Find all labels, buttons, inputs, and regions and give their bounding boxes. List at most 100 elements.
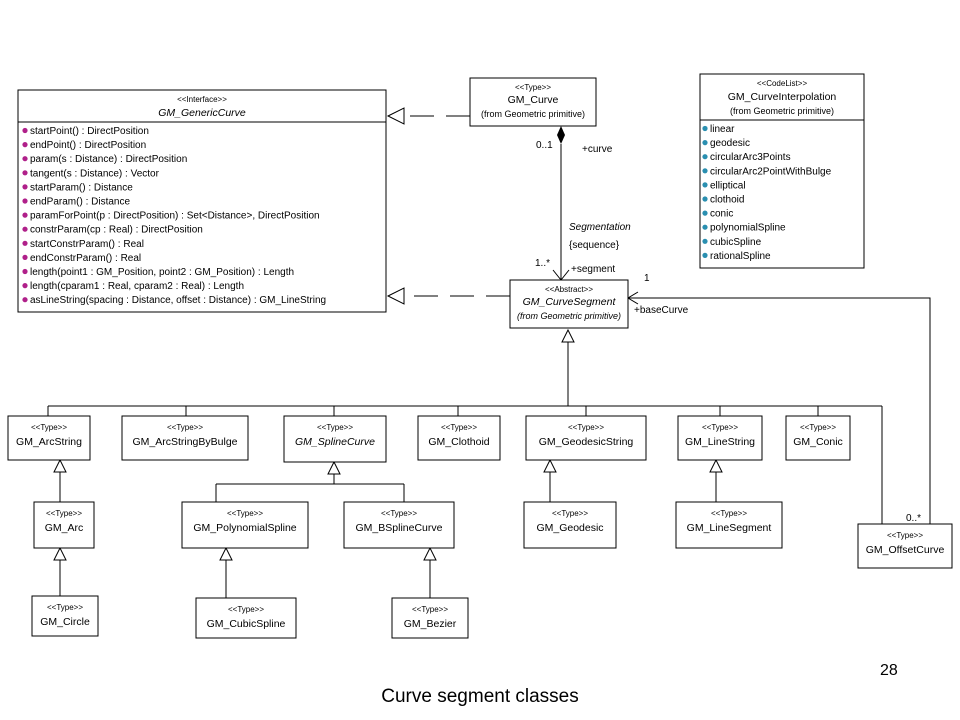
- package-note: (from Geometric primitive): [517, 311, 621, 321]
- operation-row: startConstrParam() : Real: [30, 239, 144, 250]
- realization-arrow-segment: [386, 287, 405, 305]
- class-gm-bezier[interactable]: <<Type>> GM_Bezier: [391, 597, 469, 639]
- gen-arrow-arc: [53, 546, 67, 561]
- attribute-icon: [702, 224, 708, 230]
- code-value-row: conic: [710, 209, 733, 220]
- class-gm-arc[interactable]: <<Type>> GM_Arc: [33, 501, 95, 549]
- class-gm-polynomialspline[interactable]: <<Type>> GM_PolynomialSpline: [181, 501, 309, 549]
- class-gm-geodesic[interactable]: <<Type>> GM_Geodesic: [523, 501, 617, 549]
- role-curve: +curve: [582, 144, 613, 155]
- multiplicity-offset: 0..*: [906, 513, 921, 524]
- page-number: 28: [880, 662, 898, 679]
- class-gm-arcstring[interactable]: <<Type>> GM_ArcString: [7, 415, 91, 461]
- operation-row: length(point1 : GM_Position, point2 : GM…: [30, 267, 294, 278]
- class-gm-bsplinecurve[interactable]: <<Type>> GM_BSplineCurve: [343, 501, 455, 549]
- class-name: GM_CurveInterpolation: [728, 91, 837, 103]
- code-value-row: circularArc2PointWithBulge: [710, 166, 832, 177]
- stereotype-label: <<Type>>: [441, 423, 477, 432]
- class-gm-arcstringbybulge[interactable]: <<Type>> GM_ArcStringByBulge: [121, 415, 249, 461]
- class-name: GM_LineSegment: [687, 522, 772, 534]
- operation-icon: [22, 198, 28, 204]
- operation-row: endParam() : Distance: [30, 197, 130, 208]
- stereotype-label: <<Type>>: [552, 509, 588, 518]
- stereotype-label: <<Interface>>: [177, 95, 227, 104]
- stereotype-label: <<Type>>: [167, 423, 203, 432]
- basecurve-association: [628, 297, 931, 524]
- class-gm-curveinterpolation[interactable]: <<CodeList>> GM_CurveInterpolation (from…: [699, 73, 865, 269]
- attribute-icon: [702, 168, 708, 174]
- operation-row: paramForPoint(p : DirectPosition) : Set<…: [30, 211, 320, 222]
- class-name: GM_Curve: [508, 94, 559, 106]
- stereotype-label: <<Type>>: [887, 531, 923, 540]
- generalization-arrow-segment: [561, 328, 575, 343]
- operation-icon: [22, 170, 28, 176]
- operation-icon: [22, 283, 28, 289]
- class-gm-genericcurve[interactable]: <<Interface>> GM_GenericCurve startPoint…: [17, 89, 387, 313]
- attribute-icon: [702, 238, 708, 244]
- class-gm-conic[interactable]: <<Type>> GM_Conic: [785, 415, 851, 461]
- attribute-icon: [702, 125, 708, 132]
- code-value-row: geodesic: [710, 138, 750, 149]
- gen-arrow-linestring: [709, 458, 723, 473]
- role-segment: +segment: [571, 264, 615, 275]
- class-gm-clothoid[interactable]: <<Type>> GM_Clothoid: [417, 415, 501, 461]
- package-note: (from Geometric primitive): [730, 106, 834, 116]
- class-name: GM_CurveSegment: [523, 296, 617, 308]
- code-value-row: linear: [710, 124, 735, 135]
- operation-row: param(s : Distance) : DirectPosition: [30, 154, 187, 165]
- code-value-row: rationalSpline: [710, 251, 771, 262]
- class-gm-linestring[interactable]: <<Type>> GM_LineString: [677, 415, 763, 461]
- gen-arrow-splinecurve: [327, 460, 341, 475]
- class-name: GM_Conic: [793, 436, 843, 448]
- class-gm-linesegment[interactable]: <<Type>> GM_LineSegment: [675, 501, 783, 549]
- slide-caption: Curve segment classes: [381, 686, 579, 707]
- code-value-row: elliptical: [710, 180, 746, 191]
- stereotype-label: <<Type>>: [47, 603, 83, 612]
- role-basecurve: +baseCurve: [634, 305, 689, 316]
- stereotype-label: <<Type>>: [702, 423, 738, 432]
- operation-icon: [22, 156, 28, 162]
- stereotype-label: <<Type>>: [568, 423, 604, 432]
- operation-icon: [22, 297, 28, 303]
- class-name: GM_CubicSpline: [207, 618, 286, 630]
- operation-icon: [22, 254, 28, 260]
- class-name: GM_ArcString: [16, 436, 82, 448]
- code-value-row: circularArc3Points: [710, 152, 791, 163]
- code-value-list: linear geodesic circularArc3Points circular…: [702, 124, 832, 262]
- code-value-row: clothoid: [710, 195, 744, 206]
- stereotype-label: <<Type>>: [515, 83, 551, 92]
- operation-icon: [22, 268, 28, 275]
- attribute-icon: [702, 252, 708, 258]
- gen-arrow-arcstring: [53, 458, 67, 473]
- operation-row: endPoint() : DirectPosition: [30, 140, 146, 151]
- class-name: GM_SplineCurve: [295, 436, 375, 448]
- class-gm-geodesicstring[interactable]: <<Type>> GM_GeodesicString: [525, 415, 647, 461]
- realization-arrow-curve: [386, 107, 405, 125]
- stereotype-label: <<Type>>: [800, 423, 836, 432]
- class-gm-offsetcurve[interactable]: <<Type>> GM_OffsetCurve: [857, 523, 953, 569]
- aggregation-diamond: [557, 126, 565, 144]
- operation-icon: [22, 226, 28, 232]
- class-gm-curve[interactable]: <<Type>> GM_Curve (from Geometric primit…: [469, 77, 597, 127]
- class-gm-circle[interactable]: <<Type>> GM_Circle: [31, 595, 99, 637]
- class-name: GM_Bezier: [404, 618, 457, 630]
- class-name: GM_Arc: [45, 522, 84, 534]
- stereotype-label: <<CodeList>>: [757, 79, 808, 88]
- class-name: GM_PolynomialSpline: [193, 522, 296, 534]
- gen-arrow-polynomialspline: [219, 546, 233, 561]
- code-value-row: polynomialSpline: [710, 223, 786, 234]
- class-gm-cubicspline[interactable]: <<Type>> GM_CubicSpline: [195, 597, 297, 639]
- class-name: GM_LineString: [685, 436, 755, 448]
- stereotype-label: <<Type>>: [228, 605, 264, 614]
- attribute-icon: [702, 210, 708, 216]
- class-name: GM_Geodesic: [536, 522, 603, 534]
- class-name: GM_Circle: [40, 616, 90, 628]
- class-gm-splinecurve[interactable]: <<Type>> GM_SplineCurve: [283, 415, 387, 463]
- stereotype-label: <<Type>>: [227, 509, 263, 518]
- class-gm-curvesegment[interactable]: <<Abstract>> GM_CurveSegment (from Geome…: [509, 279, 629, 329]
- multiplicity-curve: 0..1: [536, 140, 553, 151]
- attribute-icon: [702, 182, 708, 188]
- attribute-icon: [702, 154, 708, 160]
- stereotype-label: <<Type>>: [317, 423, 353, 432]
